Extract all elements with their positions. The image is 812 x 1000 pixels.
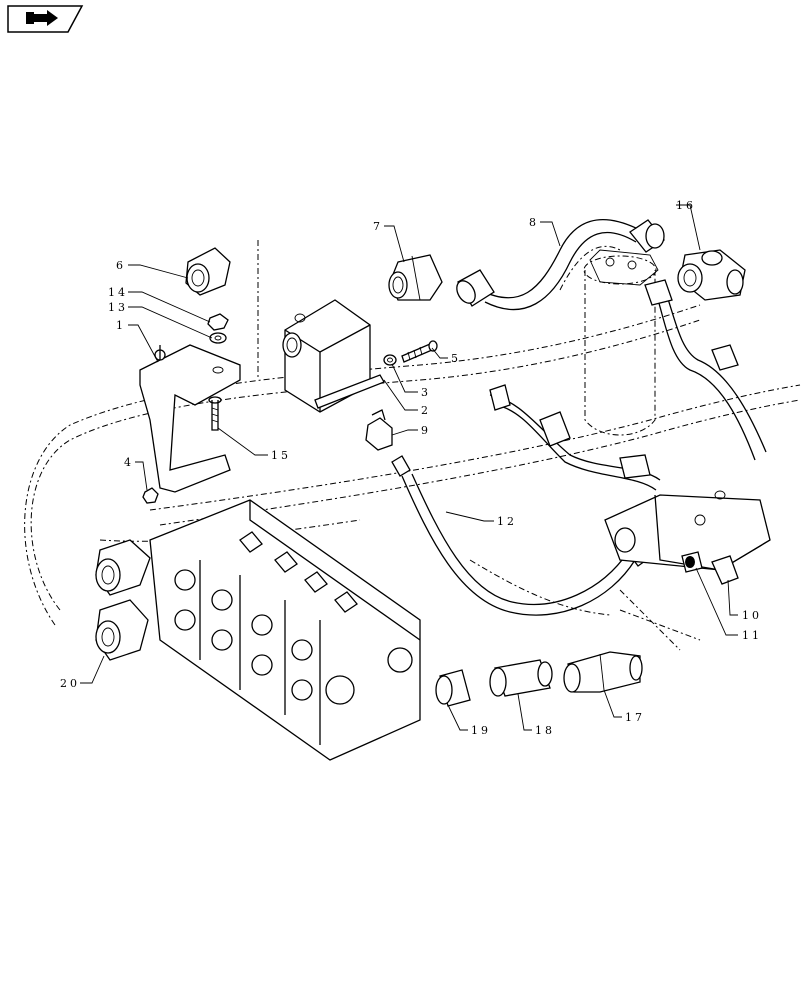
- part-16-tee-fitting: [677, 249, 746, 301]
- part-14-nut: [207, 313, 229, 331]
- part-4-nut: [142, 487, 159, 504]
- dashed-hose-outlines: [24, 240, 801, 651]
- part-13-washer: [209, 332, 227, 344]
- part-19-adapter: [435, 669, 471, 707]
- part-8-tube: [456, 218, 665, 311]
- part-18-coupling: [489, 659, 553, 697]
- part-5-bolt: [401, 340, 438, 363]
- part-1-bracket: [139, 344, 241, 493]
- callout-labels: 1 2 3 4 5 6 7 8 9 10 11 12 13 14 15 16 1…: [60, 199, 762, 737]
- part-3-washer: [383, 354, 397, 366]
- callout-14: 14: [108, 286, 128, 299]
- right-manifold-block: [604, 490, 771, 571]
- callout-17: 17: [625, 711, 645, 724]
- callout-16: 16: [676, 199, 696, 212]
- callout-12: 12: [497, 515, 517, 528]
- callout-11: 11: [742, 629, 762, 642]
- part-2-valve-block: [282, 299, 385, 413]
- callout-1: 1: [116, 319, 126, 332]
- leader-lines: [80, 204, 738, 731]
- nav-forward-button[interactable]: [7, 5, 84, 33]
- callout-6: 6: [116, 259, 126, 272]
- callout-2: 2: [421, 404, 431, 417]
- callout-20: 20: [60, 677, 80, 690]
- part-6-elbow-fitting: [185, 247, 231, 296]
- callout-4: 4: [124, 456, 134, 469]
- part-15-bolt: [208, 396, 222, 431]
- callout-8: 8: [529, 216, 539, 229]
- callout-9: 9: [421, 424, 431, 437]
- control-valve-stack: [149, 499, 421, 761]
- callout-3: 3: [421, 386, 431, 399]
- callout-18: 18: [535, 724, 555, 737]
- callout-7: 7: [373, 220, 383, 233]
- callout-15: 15: [271, 449, 291, 462]
- filter-canister: [583, 249, 659, 436]
- callout-10: 10: [742, 609, 762, 622]
- callout-19: 19: [471, 724, 491, 737]
- part-10-fitting: [711, 555, 739, 585]
- part-17-elbow-coupling: [563, 651, 643, 693]
- right-side-hose: [489, 279, 767, 491]
- part-9-fitting: [365, 409, 393, 451]
- part-20-fitting: [95, 539, 151, 661]
- part-7-elbow-fitting: [388, 254, 443, 301]
- callout-13: 13: [108, 301, 128, 314]
- forward-page-icon: [26, 10, 58, 26]
- callout-5: 5: [451, 352, 461, 365]
- part-11-fitting: [681, 551, 703, 573]
